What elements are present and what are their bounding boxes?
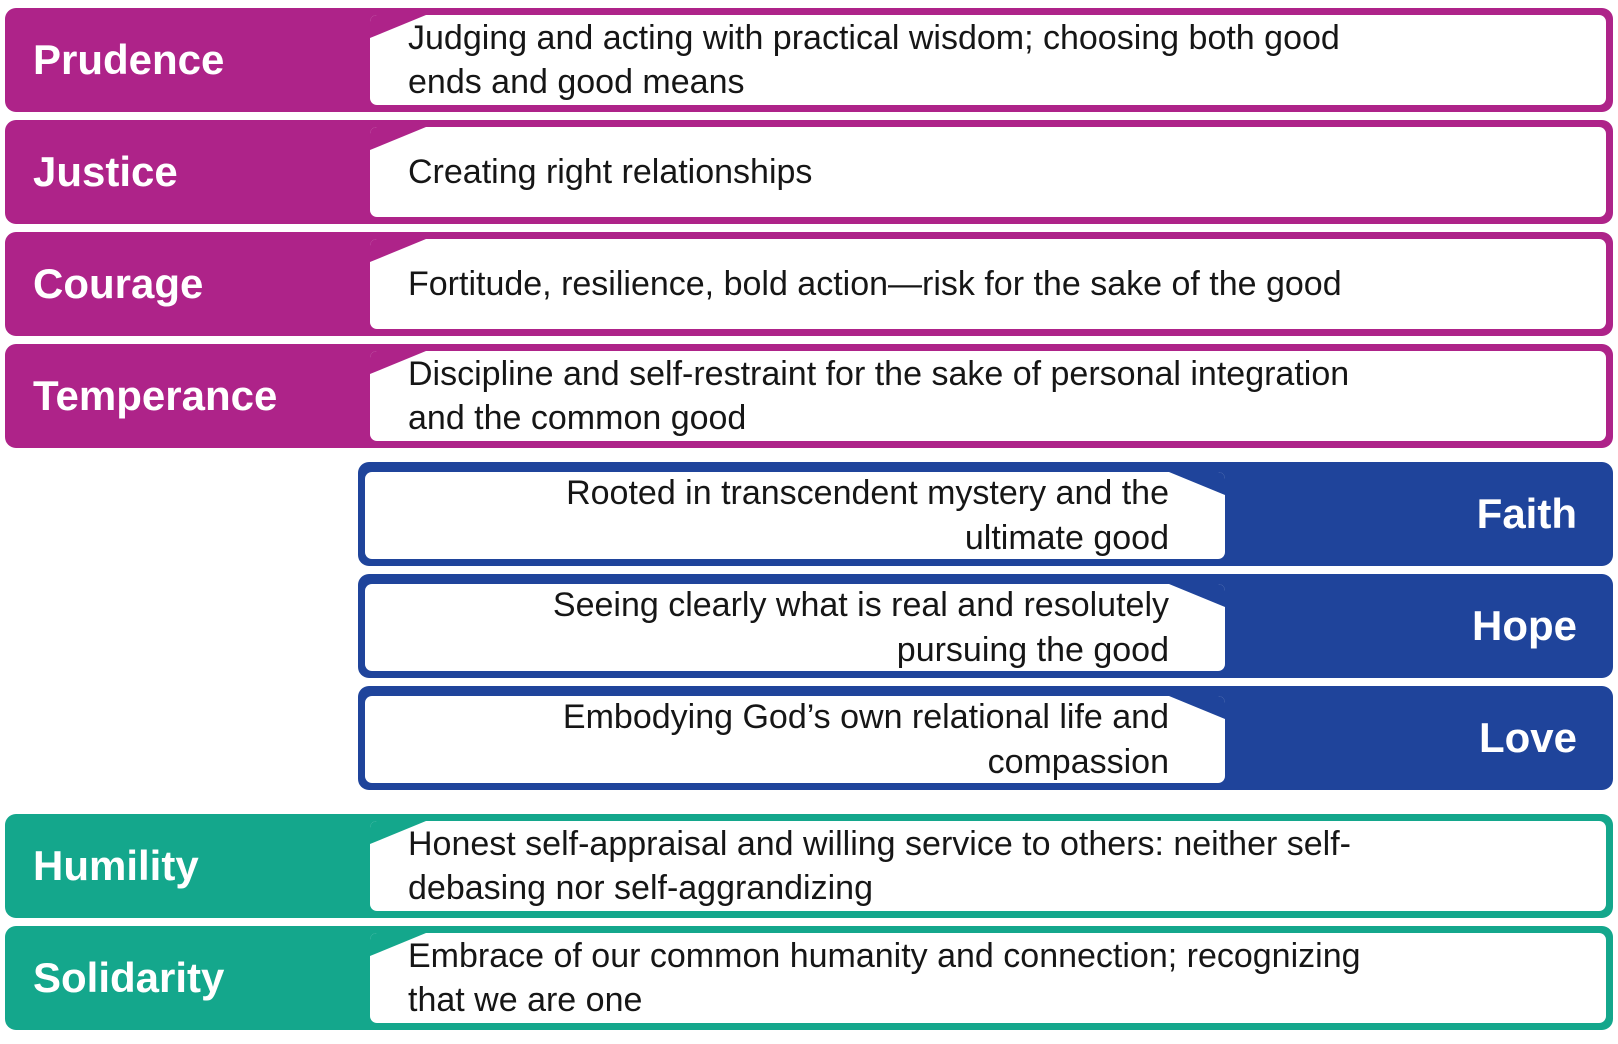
virtue-description: Rooted in transcendent mystery and the u…	[566, 474, 1169, 557]
virtue-row-humility: Humility Honest self-appraisal and willi…	[5, 814, 1613, 918]
virtue-label: Faith	[1476, 490, 1577, 537]
virtue-description: Embrace of our common humanity and conne…	[408, 936, 1361, 1019]
virtue-description-box: Embodying God’s own relational life and …	[365, 696, 1225, 783]
virtue-description-box: Fortitude, resilience, bold action—risk …	[370, 239, 1606, 329]
virtue-row-prudence: Prudence Judging and acting with practic…	[5, 8, 1613, 112]
virtue-description-box: Discipline and self-restraint for the sa…	[370, 351, 1606, 441]
virtue-label: Love	[1478, 714, 1577, 761]
virtue-description-box: Creating right relationships	[370, 127, 1606, 217]
virtue-row-justice: Justice Creating right relationships	[5, 120, 1613, 224]
virtue-label: Courage	[33, 260, 204, 307]
virtue-label: Hope	[1472, 602, 1577, 649]
virtue-description: Creating right relationships	[408, 152, 813, 191]
virtue-row-hope: Seeing clearly what is real and resolute…	[358, 574, 1613, 678]
virtue-label: Prudence	[33, 36, 225, 83]
virtue-description: Honest self-appraisal and willing servic…	[408, 824, 1352, 907]
virtue-label: Solidarity	[33, 954, 225, 1001]
virtue-description-box: Rooted in transcendent mystery and the u…	[365, 472, 1225, 559]
virtue-label: Temperance	[33, 372, 278, 419]
virtue-description: Discipline and self-restraint for the sa…	[408, 354, 1350, 437]
virtue-label: Justice	[33, 148, 178, 195]
virtue-row-solidarity: Solidarity Embrace of our common humanit…	[5, 926, 1613, 1030]
virtue-description-box: Judging and acting with practical wisdom…	[370, 15, 1606, 105]
virtue-description: Judging and acting with practical wisdom…	[408, 18, 1340, 101]
virtue-description-box: Seeing clearly what is real and resolute…	[365, 584, 1225, 671]
virtue-description: Fortitude, resilience, bold action—risk …	[408, 264, 1342, 303]
virtue-row-love: Embodying God’s own relational life and …	[358, 686, 1613, 790]
virtue-row-temperance: Temperance Discipline and self-restraint…	[5, 344, 1613, 448]
virtue-row-courage: Courage Fortitude, resilience, bold acti…	[5, 232, 1613, 336]
virtue-description-box: Honest self-appraisal and willing servic…	[370, 821, 1606, 911]
virtue-label: Humility	[33, 842, 199, 889]
virtue-description-box: Embrace of our common humanity and conne…	[370, 933, 1606, 1023]
virtue-description: Embodying God’s own relational life and …	[562, 698, 1169, 781]
virtue-description: Seeing clearly what is real and resolute…	[552, 586, 1169, 669]
virtue-row-faith: Rooted in transcendent mystery and the u…	[358, 462, 1613, 566]
